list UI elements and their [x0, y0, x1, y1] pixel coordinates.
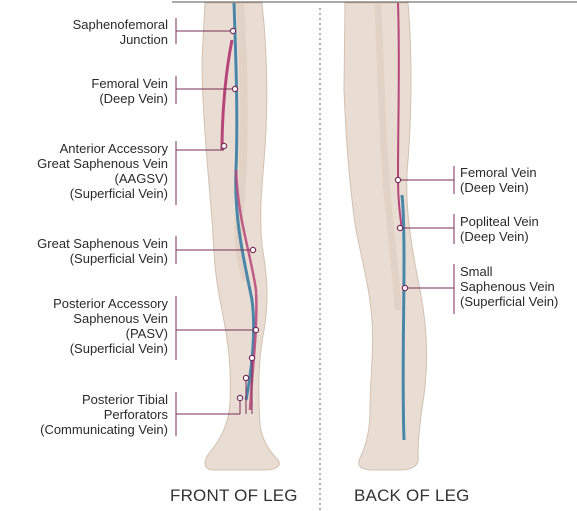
- label-line: Great Saphenous Vein: [37, 236, 168, 251]
- label-line: Posterior Tibial: [40, 392, 168, 407]
- label-line: Perforators: [40, 407, 168, 422]
- caption-back-of-leg: BACK OF LEG: [354, 486, 470, 506]
- label-popliteal-vein: Popliteal Vein (Deep Vein): [460, 214, 539, 244]
- label-line: (PASV): [53, 326, 168, 341]
- label-line: (Deep Vein): [91, 91, 168, 106]
- label-posterior-tibial-perforators: Posterior Tibial Perforators (Communicat…: [40, 392, 168, 437]
- label-saphenofemoral-junction: Saphenofemoral Junction: [73, 17, 168, 47]
- label-line: (AAGSV): [37, 171, 168, 186]
- label-line: Femoral Vein: [460, 165, 537, 180]
- label-line: (Deep Vein): [460, 229, 539, 244]
- label-line: (Superficial Vein): [37, 251, 168, 266]
- caption-front-of-leg: FRONT OF LEG: [170, 486, 298, 506]
- label-femoral-vein-front: Femoral Vein (Deep Vein): [91, 76, 168, 106]
- label-great-saphenous-vein: Great Saphenous Vein (Superficial Vein): [37, 236, 168, 266]
- label-line: Saphenous Vein: [460, 279, 558, 294]
- label-line: (Superficial Vein): [37, 186, 168, 201]
- label-line: (Superficial Vein): [53, 341, 168, 356]
- label-aagsv: Anterior Accessory Great Saphenous Vein …: [37, 141, 168, 201]
- label-femoral-vein-back: Femoral Vein (Deep Vein): [460, 165, 537, 195]
- label-line: Saphenous Vein: [53, 311, 168, 326]
- label-line: (Communicating Vein): [40, 422, 168, 437]
- label-pasv: Posterior Accessory Saphenous Vein (PASV…: [53, 296, 168, 356]
- label-line: (Superficial Vein): [460, 294, 558, 309]
- label-line: Popliteal Vein: [460, 214, 539, 229]
- back-popliteal-vein: [402, 195, 404, 440]
- label-line: Femoral Vein: [91, 76, 168, 91]
- back-leg-illustration: [344, 3, 427, 470]
- label-small-saphenous-vein: Small Saphenous Vein (Superficial Vein): [460, 264, 558, 309]
- label-line: (Deep Vein): [460, 180, 537, 195]
- back-leg-shape: [344, 3, 427, 470]
- label-line: Junction: [73, 32, 168, 47]
- label-line: Anterior Accessory: [37, 141, 168, 156]
- label-line: Saphenofemoral: [73, 17, 168, 32]
- label-line: Small: [460, 264, 558, 279]
- label-line: Posterior Accessory: [53, 296, 168, 311]
- label-line: Great Saphenous Vein: [37, 156, 168, 171]
